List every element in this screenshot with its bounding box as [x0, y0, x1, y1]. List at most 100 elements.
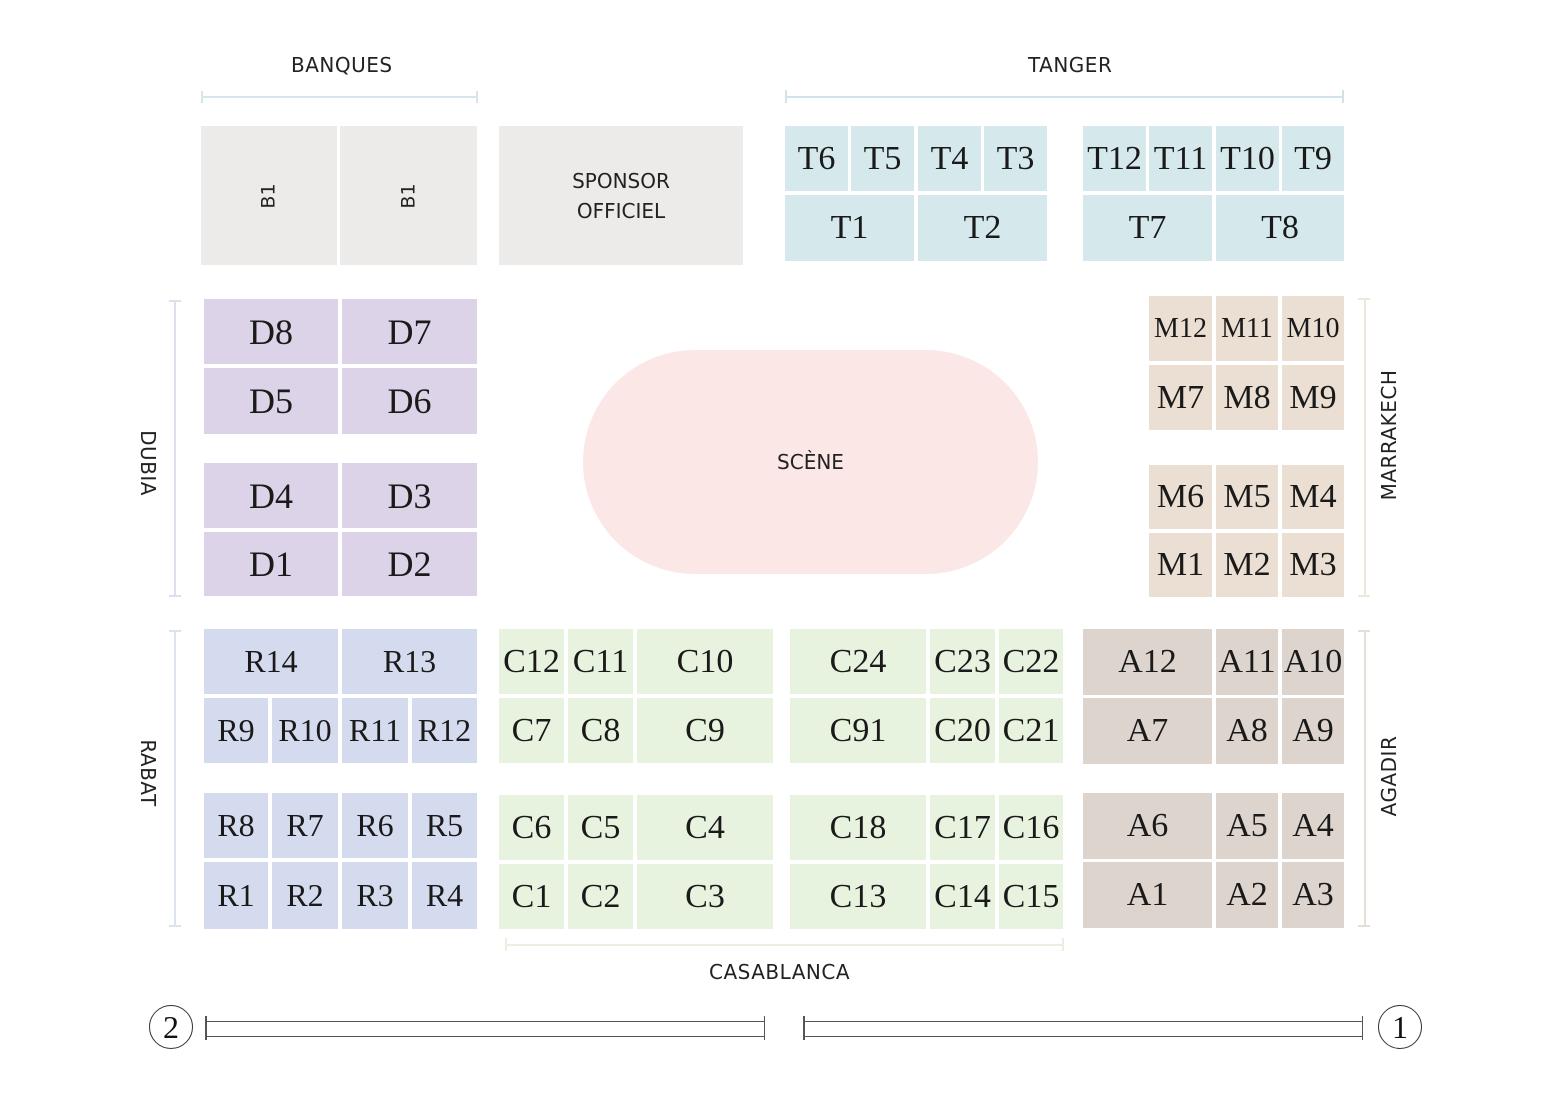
booth-a3[interactable]: A3	[1282, 862, 1344, 928]
booth-b1-left[interactable]: B1	[201, 126, 337, 265]
booth-r7[interactable]: R7	[272, 793, 338, 858]
booth-c10[interactable]: C10	[637, 629, 773, 694]
booth-c15[interactable]: C15	[999, 864, 1063, 929]
booth-c3[interactable]: C3	[637, 864, 773, 929]
booth-t11[interactable]: T11	[1149, 126, 1212, 191]
booth-r3[interactable]: R3	[342, 862, 408, 929]
booth-c2[interactable]: C2	[568, 864, 633, 929]
bracket-rabat-top	[169, 630, 181, 632]
booth-a10[interactable]: A10	[1282, 629, 1344, 695]
booth-a5[interactable]: A5	[1216, 793, 1278, 859]
booth-c16[interactable]: C16	[999, 795, 1063, 860]
booth-c11[interactable]: C11	[568, 629, 633, 694]
booth-m1[interactable]: M1	[1149, 533, 1212, 597]
booth-a7[interactable]: A7	[1083, 698, 1212, 764]
booth-m5[interactable]: M5	[1216, 465, 1278, 529]
booth-c12[interactable]: C12	[499, 629, 564, 694]
booth-a1[interactable]: A1	[1083, 862, 1212, 928]
booth-r13[interactable]: R13	[342, 629, 477, 694]
booth-d5[interactable]: D5	[204, 368, 338, 434]
booth-r9[interactable]: R9	[204, 698, 268, 763]
booth-r4[interactable]: R4	[412, 862, 477, 929]
booth-m9[interactable]: M9	[1282, 365, 1344, 430]
bracket-banques	[201, 96, 477, 98]
booth-t7[interactable]: T7	[1083, 195, 1212, 261]
booth-c4[interactable]: C4	[637, 795, 773, 860]
booth-r11[interactable]: R11	[342, 698, 408, 763]
entrance-rail-right	[803, 1016, 1363, 1040]
booth-t1[interactable]: T1	[785, 195, 914, 261]
booth-c91[interactable]: C91	[790, 698, 926, 763]
zone-label-dubia: DUBIA	[136, 430, 160, 496]
booth-r1[interactable]: R1	[204, 862, 268, 929]
booth-c22[interactable]: C22	[999, 629, 1063, 694]
bracket-tanger	[785, 96, 1343, 98]
booth-c24[interactable]: C24	[790, 629, 926, 694]
booth-a11[interactable]: A11	[1216, 629, 1278, 695]
booth-t6[interactable]: T6	[785, 126, 848, 191]
booth-a4[interactable]: A4	[1282, 793, 1344, 859]
zone-label-marrakech: MARRAKECH	[1377, 369, 1401, 501]
stage: SCÈNE	[583, 350, 1038, 574]
bracket-casablanca-right	[1062, 938, 1064, 951]
entrance-rail-left	[205, 1016, 765, 1040]
booth-a6[interactable]: A6	[1083, 793, 1212, 859]
booth-c5[interactable]: C5	[568, 795, 633, 860]
booth-m4[interactable]: M4	[1282, 465, 1344, 529]
zone-label-banques: BANQUES	[291, 53, 393, 77]
booth-a12[interactable]: A12	[1083, 629, 1212, 695]
booth-d6[interactable]: D6	[342, 368, 477, 434]
booth-t2[interactable]: T2	[918, 195, 1047, 261]
booth-r5[interactable]: R5	[412, 793, 477, 858]
booth-d2[interactable]: D2	[342, 532, 477, 596]
booth-a2[interactable]: A2	[1216, 862, 1278, 928]
booth-c6[interactable]: C6	[499, 795, 564, 860]
booth-d8[interactable]: D8	[204, 299, 338, 364]
booth-r8[interactable]: R8	[204, 793, 268, 858]
booth-b1-right[interactable]: B1	[340, 126, 477, 265]
booth-t3[interactable]: T3	[984, 126, 1047, 191]
booth-m7[interactable]: M7	[1149, 365, 1212, 430]
booth-c17[interactable]: C17	[930, 795, 995, 860]
booth-c18[interactable]: C18	[790, 795, 926, 860]
booth-m10[interactable]: M10	[1282, 296, 1344, 361]
zone-label-rabat: RABAT	[136, 739, 160, 807]
booth-r6[interactable]: R6	[342, 793, 408, 858]
booth-d1[interactable]: D1	[204, 532, 338, 596]
zone-label-tanger: TANGER	[1028, 53, 1113, 77]
booth-c21[interactable]: C21	[999, 698, 1063, 763]
booth-r10[interactable]: R10	[272, 698, 338, 763]
booth-c14[interactable]: C14	[930, 864, 995, 929]
booth-c1[interactable]: C1	[499, 864, 564, 929]
booth-d7[interactable]: D7	[342, 299, 477, 364]
booth-c20[interactable]: C20	[930, 698, 995, 763]
booth-m2[interactable]: M2	[1216, 533, 1278, 597]
booth-m11[interactable]: M11	[1216, 296, 1278, 361]
booth-t9[interactable]: T9	[1282, 126, 1344, 191]
booth-t8[interactable]: T8	[1216, 195, 1344, 261]
booth-t12[interactable]: T12	[1083, 126, 1146, 191]
booth-c7[interactable]: C7	[499, 698, 564, 763]
booth-c8[interactable]: C8	[568, 698, 633, 763]
booth-t5[interactable]: T5	[851, 126, 914, 191]
bracket-marrakech-top	[1358, 298, 1370, 300]
booth-c9[interactable]: C9	[637, 698, 773, 763]
booth-d3[interactable]: D3	[342, 463, 477, 528]
booth-sponsor-officiel[interactable]: SPONSOR OFFICIEL	[499, 126, 743, 265]
booth-a8[interactable]: A8	[1216, 698, 1278, 764]
booth-c23[interactable]: C23	[930, 629, 995, 694]
booth-t10[interactable]: T10	[1216, 126, 1279, 191]
booth-m8[interactable]: M8	[1216, 365, 1278, 430]
booth-m12[interactable]: M12	[1149, 296, 1212, 361]
booth-m6[interactable]: M6	[1149, 465, 1212, 529]
booth-t4[interactable]: T4	[918, 126, 981, 191]
booth-a9[interactable]: A9	[1282, 698, 1344, 764]
booth-r14[interactable]: R14	[204, 629, 338, 694]
booth-d4[interactable]: D4	[204, 463, 338, 528]
booth-r12[interactable]: R12	[412, 698, 477, 763]
booth-m3[interactable]: M3	[1282, 533, 1344, 597]
booth-r2[interactable]: R2	[272, 862, 338, 929]
booth-c13[interactable]: C13	[790, 864, 926, 929]
bracket-dubia	[174, 300, 176, 596]
